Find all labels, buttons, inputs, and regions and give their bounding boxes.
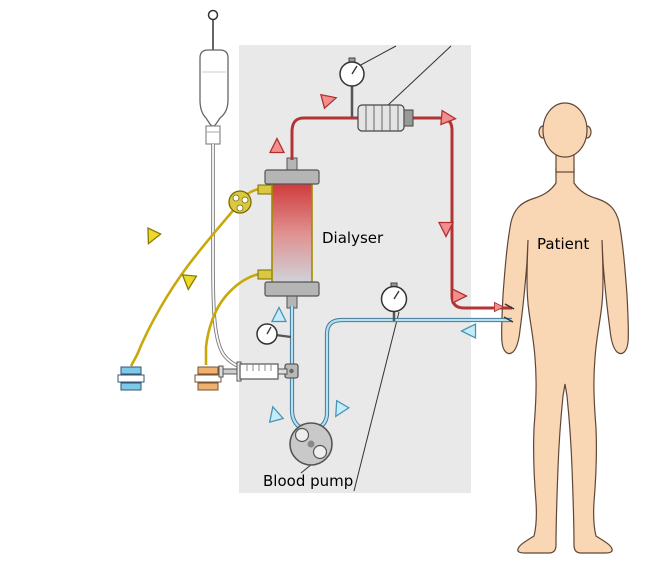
dialysate-line-out [204,272,260,365]
syringe-rod [222,368,238,375]
gauge-needle [393,290,400,300]
stopcock-port-1 [232,194,240,202]
air-trap-cap [403,109,414,127]
dialyser-bottom-cap [264,281,320,297]
needle-mark-1 [504,303,515,310]
connector-band [194,374,222,383]
iv-hook [207,9,219,21]
dialyser-canister [257,157,320,309]
dialyser-label: Dialyser [322,229,384,247]
pump-axle [307,440,315,448]
iv-bag [199,49,229,127]
pump-roller-1 [294,427,310,443]
connector-band [120,366,142,375]
stopcock-port-3 [236,204,244,212]
connector-band [197,382,219,391]
syringe-tip [277,368,288,375]
connector-band [117,374,145,383]
leader-line-air-trap [386,45,452,107]
dialysate-stopcock [228,190,252,214]
dialyser-top-cap [264,169,320,185]
venous-blood-line [218,282,512,466]
gauge-needle [351,65,358,75]
dialysate-connector-orange [194,366,222,391]
connector-band [197,366,219,375]
dialysate-connector-blue [117,366,145,391]
heparin-syringe [218,361,288,382]
flow-arrow-dialysate-2 [180,274,198,291]
dialysate-port-bottom [257,269,273,280]
pressure-gauge-arterial [256,323,278,345]
syringe-thumb [218,365,224,378]
flow-arrow-dialysate-1 [141,227,162,248]
dialysate-port-top [257,184,273,195]
patient-head [542,102,588,158]
arterial-blood-line [269,57,512,312]
gauge-needle [266,326,272,335]
iv-bag-cap [205,125,221,145]
dialysate-lines [117,187,260,391]
stopcock-port-2 [241,196,249,204]
blood-pump-label: Blood pump [263,472,353,490]
blood-pump [289,422,333,466]
dialyser-body [271,182,313,284]
fistula-needles [503,303,515,323]
pressure-gauge-venous [380,282,408,313]
air-trap-clamp [357,104,414,132]
connector-band [120,382,142,391]
blue-tube-core [316,318,512,430]
air-trap-body [357,104,405,132]
port-septum [289,368,294,374]
pump-roller-2 [312,444,328,460]
patient-label: Patient [537,235,589,253]
leader-line-top-gauge [356,45,397,68]
leader-line-venous-gauge [353,311,400,492]
patient-figure [500,102,630,554]
pressure-gauge-top [339,57,365,87]
patient-body [500,167,630,554]
gauge-stem-arterial [275,333,292,339]
needle-mark-2 [503,316,514,323]
